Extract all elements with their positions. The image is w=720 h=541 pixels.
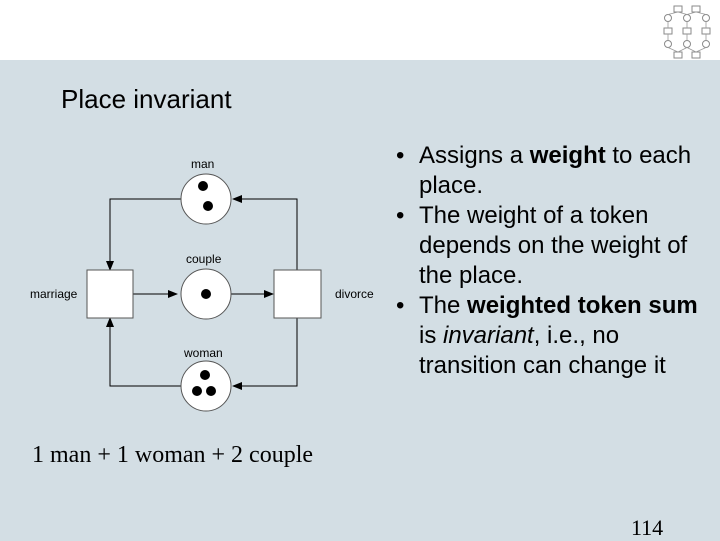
- bullet-text-bold: weight: [529, 142, 606, 169]
- bullet-item: The weighted token sum is invariant, i.e…: [396, 291, 716, 381]
- bullet-text-bold: weighted token sum: [467, 292, 698, 319]
- token: [200, 370, 210, 380]
- transition-divorce: [273, 269, 322, 319]
- place-woman: [180, 360, 232, 412]
- token: [203, 201, 213, 211]
- token: [201, 289, 211, 299]
- arc-woman-to-marriage: [106, 317, 183, 387]
- bullet-text: Assigns a: [419, 142, 530, 169]
- transition-label-marriage: marriage: [30, 287, 78, 301]
- petri-net-diagram: man couple woman marriage divorce: [30, 157, 374, 412]
- bullet-text: to each place.: [419, 142, 692, 199]
- bullet-item: Assigns a weight to each place.: [396, 141, 716, 201]
- page-number: 114: [631, 515, 664, 540]
- transition-label-divorce: divorce: [335, 287, 374, 301]
- bullet-text: The: [419, 292, 468, 319]
- arc-divorce-to-woman: [232, 318, 298, 390]
- header-bar: [0, 0, 720, 60]
- slide-title: Place invariant: [61, 84, 232, 114]
- petri-net-logo: [663, 5, 711, 59]
- arc-divorce-to-man: [232, 195, 298, 270]
- token: [198, 181, 208, 191]
- place-man: [180, 173, 232, 225]
- token: [192, 386, 202, 396]
- invariant-equation: 1 man + 1 woman + 2 couple: [32, 442, 314, 468]
- place-label-woman: woman: [183, 346, 223, 360]
- bullet-text: The weight of a token depends on the wei…: [419, 202, 688, 289]
- bullet-item: The weight of a token depends on the wei…: [396, 201, 716, 291]
- place-label-couple: couple: [186, 252, 222, 266]
- bullet-text: is: [419, 322, 443, 349]
- arc-man-to-marriage: [106, 198, 183, 271]
- transition-marriage: [86, 269, 134, 319]
- bullet-list: Assigns a weight to each place. The weig…: [396, 141, 716, 381]
- bullet-text-italic: invariant: [443, 322, 534, 349]
- place-label-man: man: [191, 157, 214, 171]
- bullet-text: , i.e., no transition can change it: [419, 322, 666, 379]
- token: [206, 386, 216, 396]
